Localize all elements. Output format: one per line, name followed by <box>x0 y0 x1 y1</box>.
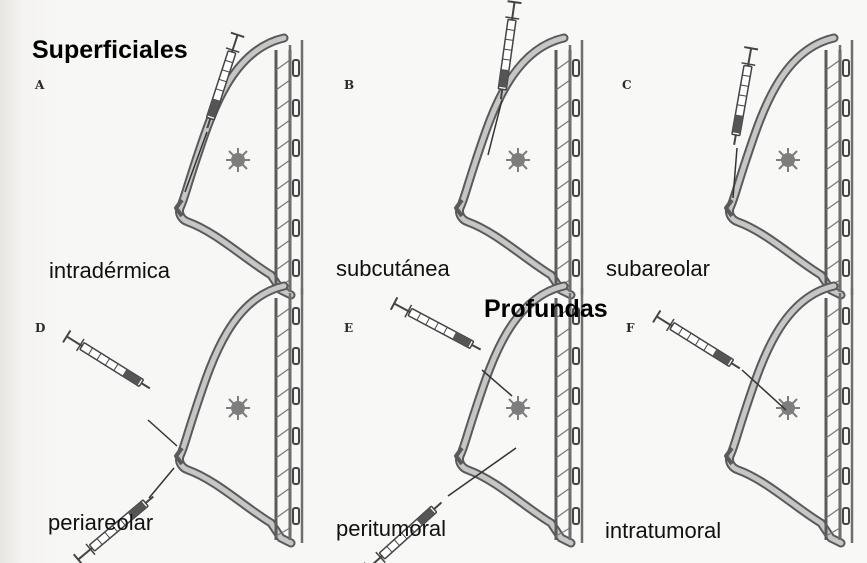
panel-c-caption: subareolar <box>606 258 710 280</box>
panel-b-artwork <box>456 1 582 295</box>
panel-a-letter: A <box>35 79 44 91</box>
syringe-icon <box>653 311 744 375</box>
panel-b-caption: subcutánea <box>336 258 450 280</box>
panel-d-caption: periareolar <box>48 512 153 534</box>
panel-f-caption: intratumoral <box>605 520 721 542</box>
panel-d-letter: D <box>35 322 45 334</box>
syringe-icon <box>391 297 484 355</box>
panel-c-letter: C <box>622 79 632 91</box>
panel-c-artwork <box>726 38 852 295</box>
panel-f-letter: F <box>626 322 635 334</box>
deep-heading: Profundas <box>484 297 608 322</box>
syringe-icon <box>201 33 245 131</box>
panel-e-caption: peritumoral <box>336 518 446 540</box>
panel-e-letter: E <box>344 322 353 334</box>
panel-a-caption: intradérmica <box>49 260 170 282</box>
panel-a-artwork <box>176 33 302 295</box>
superficial-heading: Superficiales <box>32 38 188 63</box>
panel-f-artwork <box>653 286 852 543</box>
syringe-icon <box>63 331 154 395</box>
panel-b-letter: B <box>344 79 354 91</box>
